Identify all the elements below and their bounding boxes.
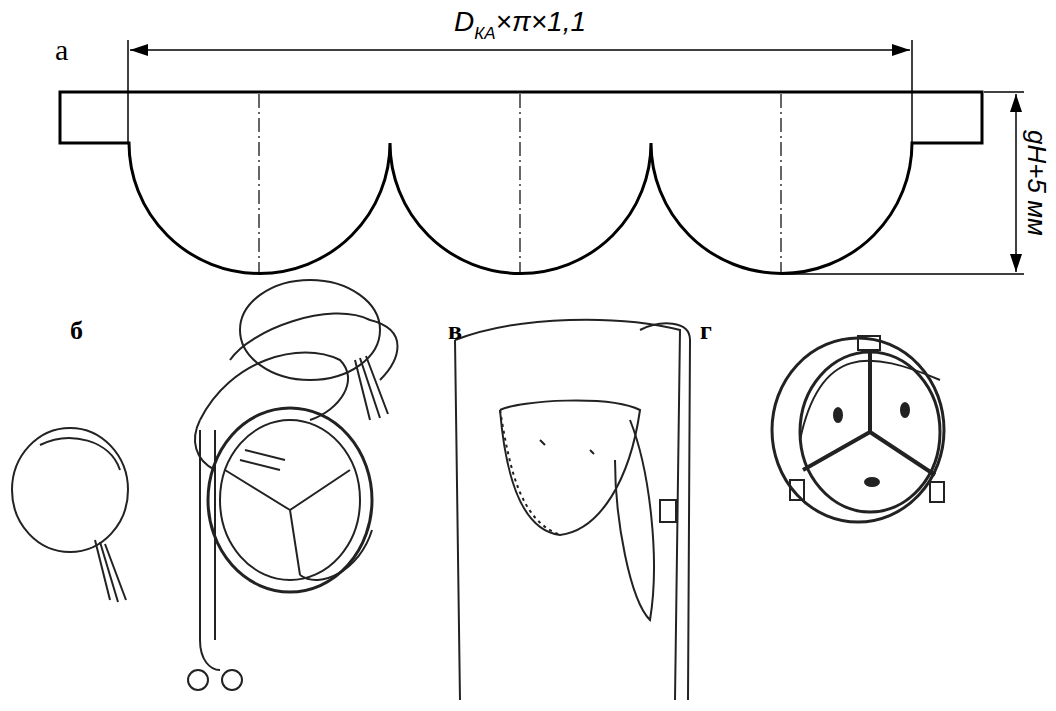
dimension-text: DКА×π×1,1	[454, 8, 586, 36]
dimension-text: gH+5 мм	[1024, 130, 1050, 236]
panel-letter: в	[448, 318, 462, 344]
panel-letter: г	[700, 318, 712, 344]
dimension-symbol: D	[454, 6, 474, 37]
dimension-factor: ×π×1,1	[496, 6, 586, 37]
panel-letter: б	[70, 318, 83, 344]
dimension-subscript: КА	[474, 24, 495, 43]
panel-letter: а	[55, 35, 68, 65]
